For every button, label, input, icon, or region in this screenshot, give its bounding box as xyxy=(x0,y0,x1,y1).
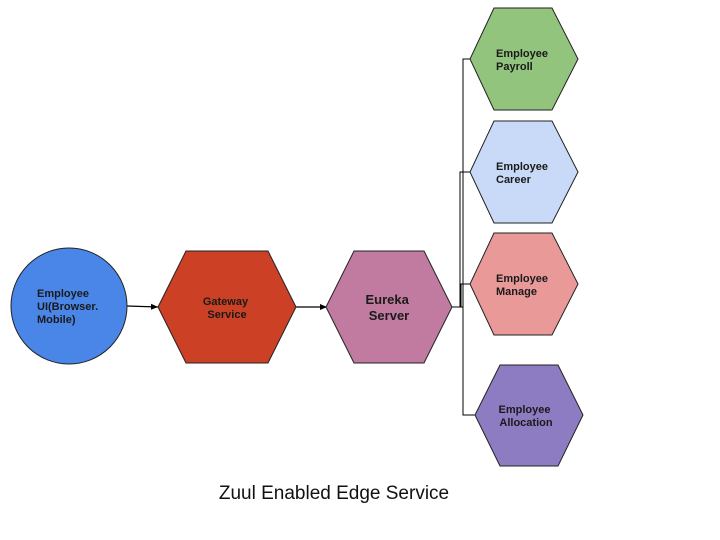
node-gateway-service-shape xyxy=(157,250,297,364)
node-employee-manage-shape xyxy=(469,232,579,336)
node-eureka-server-label: Eureka Server xyxy=(366,292,413,323)
node-employee-manage-label: Employee Manage xyxy=(496,273,551,298)
node-gateway-service[interactable]: Gateway Service xyxy=(157,250,297,364)
node-employee-career[interactable]: Employee Career xyxy=(469,120,579,224)
edge-client-gateway xyxy=(126,303,159,310)
node-employee-allocation-label: Employee Allocation xyxy=(498,404,553,429)
node-employee-payroll-shape xyxy=(469,7,579,111)
edge-eureka-allocation xyxy=(452,306,475,416)
node-employee-ui-shape xyxy=(10,247,128,365)
node-employee-ui-label: Employee UI(Browser. Mobile) xyxy=(37,288,101,326)
node-employee-ui[interactable]: Employee UI(Browser. Mobile) xyxy=(10,247,128,365)
node-employee-career-shape xyxy=(469,120,579,224)
node-eureka-server-shape xyxy=(325,250,453,364)
node-gateway-service-label: Gateway Service xyxy=(203,296,251,321)
node-eureka-server[interactable]: Eureka Server xyxy=(325,250,453,364)
node-employee-career-label: Employee Career xyxy=(496,161,551,186)
edge-eureka-payroll xyxy=(452,58,470,308)
node-employee-allocation[interactable]: Employee Allocation xyxy=(474,364,584,467)
node-employee-allocation-shape xyxy=(474,364,584,467)
node-employee-manage[interactable]: Employee Manage xyxy=(469,232,579,336)
edge-eureka-manage xyxy=(452,283,470,308)
node-employee-payroll[interactable]: Employee Payroll xyxy=(469,7,579,111)
diagram-caption: Zuul Enabled Edge Service xyxy=(219,483,449,504)
node-employee-payroll-label: Employee Payroll xyxy=(496,48,551,73)
